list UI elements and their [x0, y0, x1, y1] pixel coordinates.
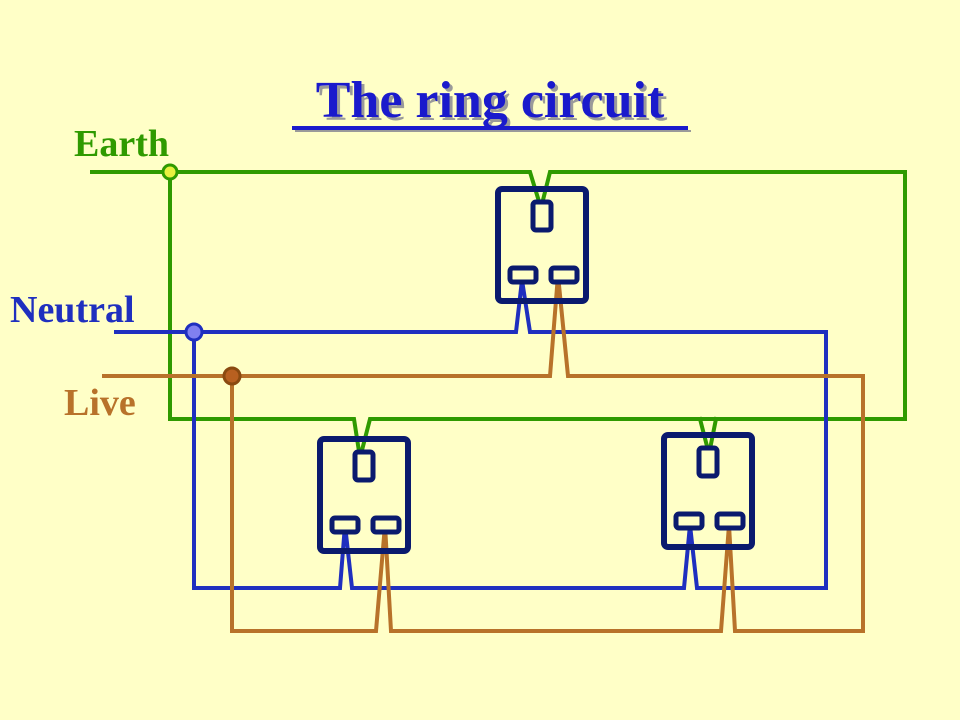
live-pin — [714, 511, 746, 531]
socket-bottom-left — [317, 436, 411, 554]
live-label: Live — [64, 382, 136, 424]
live-pin — [370, 515, 402, 535]
neutral-pin — [673, 511, 705, 531]
earth-pin — [352, 449, 376, 483]
live-wire — [102, 274, 865, 633]
earth-pin — [696, 445, 720, 479]
neutral-pin — [507, 265, 539, 285]
neutral-label: Neutral — [10, 289, 135, 331]
neutral-pin — [329, 515, 361, 535]
neutral-junction-dot — [184, 322, 204, 342]
live-pin — [548, 265, 580, 285]
socket-bottom-right — [661, 432, 755, 550]
socket-top — [495, 186, 589, 304]
earth-junction-dot — [161, 163, 179, 181]
neutral-wire — [114, 279, 828, 590]
earth-label: Earth — [74, 123, 169, 165]
page-title: The ring circuit — [316, 72, 665, 129]
live-junction-dot — [222, 366, 242, 386]
earth-pin — [530, 199, 554, 233]
